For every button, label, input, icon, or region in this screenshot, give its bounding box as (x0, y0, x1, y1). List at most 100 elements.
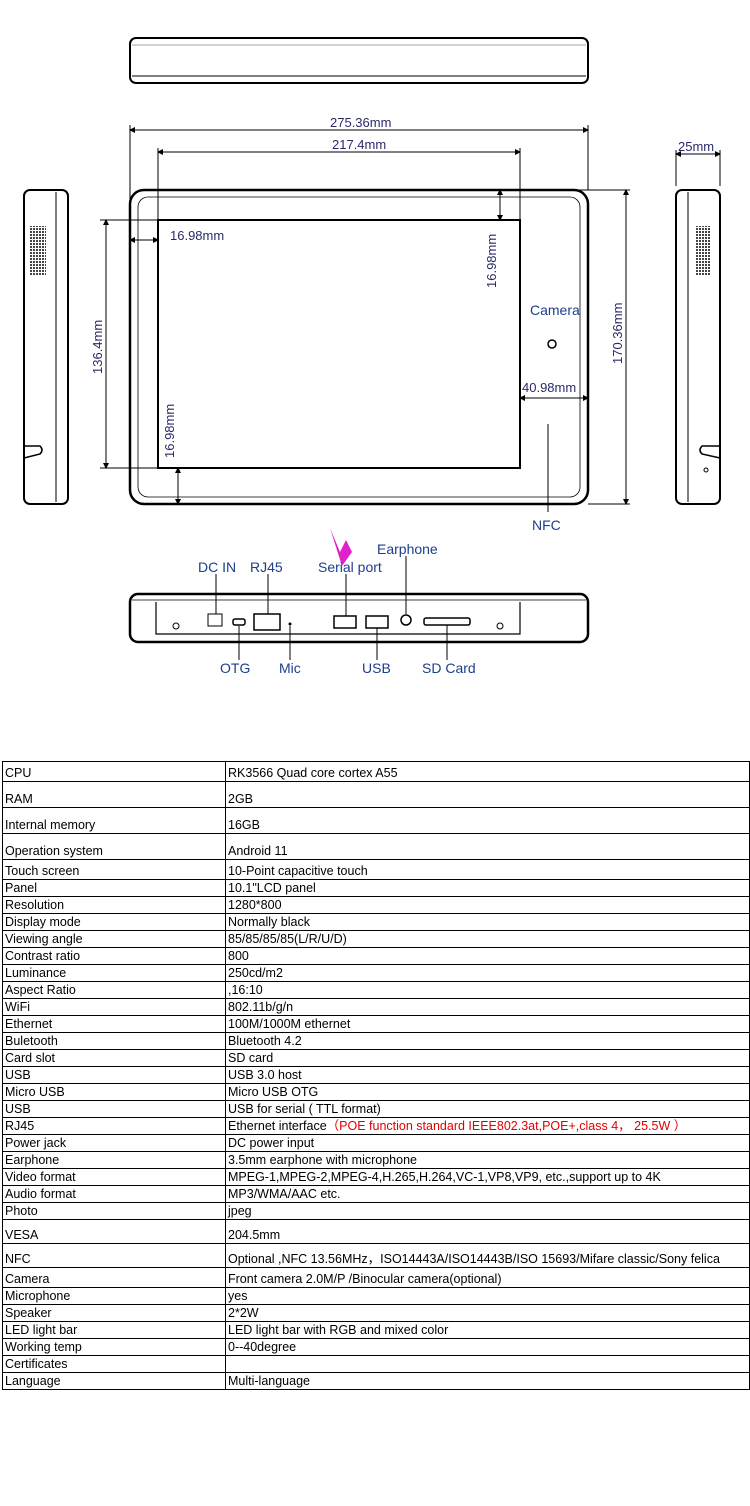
label-rj45: RJ45 (250, 559, 283, 575)
top-edge-view (129, 37, 589, 84)
spec-value: Micro USB OTG (225, 1083, 750, 1101)
dim-bezel-left: 16.98mm (170, 228, 224, 243)
spec-label: WiFi (2, 998, 226, 1016)
label-earphone: Earphone (377, 541, 438, 557)
spec-value: 250cd/m2 (225, 964, 750, 982)
spec-value-text: Bluetooth 4.2 (228, 1034, 302, 1048)
dim-overall-width: 275.36mm (330, 115, 391, 130)
spec-value (225, 1355, 750, 1373)
spec-value: ,16:10 (225, 981, 750, 999)
spec-value-text: jpeg (228, 1204, 252, 1218)
spec-value: 10-Point capacitive touch (225, 859, 750, 880)
left-side-view (23, 189, 69, 505)
spec-label: Photo (2, 1202, 226, 1220)
spec-label: Camera (2, 1267, 226, 1288)
spec-label: Display mode (2, 913, 226, 931)
spec-label: Ethernet (2, 1015, 226, 1033)
spec-label: Certificates (2, 1355, 226, 1373)
camera-lens-icon (547, 339, 557, 349)
spec-label: Microphone (2, 1287, 226, 1305)
spec-value: 16GB (225, 807, 750, 834)
label-serial-port: Serial port (318, 559, 382, 575)
dim-overall-height: 170.36mm (610, 303, 625, 364)
spec-value-text: RK3566 Quad core cortex A55 (228, 766, 398, 780)
spec-label: VESA (2, 1219, 226, 1244)
spec-value-text: Android 11 (228, 844, 288, 858)
spec-label: Power jack (2, 1134, 226, 1152)
spec-value-note: （POE function standard IEEE802.3at,POE+,… (326, 1119, 687, 1133)
spec-value: Multi-language (225, 1372, 750, 1390)
spec-label: Aspect Ratio (2, 981, 226, 999)
spec-value-text: Ethernet interface (228, 1119, 327, 1133)
spec-value-text: Multi-language (228, 1374, 310, 1388)
spec-label: Speaker (2, 1304, 226, 1322)
spec-label: Video format (2, 1168, 226, 1186)
spec-value-text: MP3/WMA/AAC etc. (228, 1187, 341, 1201)
label-nfc: NFC (532, 517, 561, 533)
label-dc-in: DC IN (198, 559, 236, 575)
spec-row: Certificates (2, 1355, 750, 1373)
dim-depth: 25mm (678, 139, 714, 154)
spec-value: USB for serial ( TTL format) (225, 1100, 750, 1118)
spec-value-text: Optional ,NFC 13.56MHz，ISO14443A/ISO1444… (228, 1252, 720, 1266)
spec-value-text: 85/85/85/85(L/R/U/D) (228, 932, 347, 946)
spec-value-text: 2GB (228, 792, 254, 806)
label-sd-card: SD Card (422, 660, 476, 676)
spec-label: RJ45 (2, 1117, 226, 1135)
spec-value-text: 100M/1000M ethernet (228, 1017, 351, 1031)
rj45-port-icon (253, 613, 281, 631)
dc-in-port-icon (207, 613, 223, 627)
spec-label: Viewing angle (2, 930, 226, 948)
spec-label: Card slot (2, 1049, 226, 1067)
spec-value-text: ,16:10 (228, 983, 263, 997)
spec-value: MP3/WMA/AAC etc. (225, 1185, 750, 1203)
spec-value: 0--40degree (225, 1338, 750, 1356)
dim-bezel-right: 40.98mm (522, 380, 576, 395)
spec-label: LED light bar (2, 1321, 226, 1339)
spec-row: Aspect Ratio,16:10 (2, 981, 750, 999)
spec-value: 2*2W (225, 1304, 750, 1322)
dim-bezel-bottom: 16.98mm (162, 404, 177, 458)
spec-value-text: 800 (228, 949, 249, 963)
spec-label: Buletooth (2, 1032, 226, 1050)
dim-screen-width: 217.4mm (332, 137, 386, 152)
label-mic: Mic (279, 660, 301, 676)
spec-label: USB (2, 1066, 226, 1084)
spec-value: 3.5mm earphone with microphone (225, 1151, 750, 1169)
spec-value-text: Micro USB OTG (228, 1085, 319, 1099)
spec-value: MPEG-1,MPEG-2,MPEG-4,H.265,H.264,VC-1,VP… (225, 1168, 750, 1186)
spec-value: Optional ,NFC 13.56MHz，ISO14443A/ISO1444… (225, 1243, 750, 1268)
spec-value: Android 11 (225, 833, 750, 860)
spec-value-text: 10.1"LCD panel (228, 881, 316, 895)
spec-value-text: yes (228, 1289, 248, 1303)
spec-label: Audio format (2, 1185, 226, 1203)
spec-label: Micro USB (2, 1083, 226, 1101)
spec-value-text: 16GB (228, 818, 260, 832)
spec-value-text: 3.5mm earphone with microphone (228, 1153, 417, 1167)
label-usb: USB (362, 660, 391, 676)
spec-label: USB (2, 1100, 226, 1118)
spec-label: Operation system (2, 833, 226, 860)
otg-port-icon (232, 618, 246, 626)
spec-label: Earphone (2, 1151, 226, 1169)
spec-value: 204.5mm (225, 1219, 750, 1244)
spec-value: LED light bar with RGB and mixed color (225, 1321, 750, 1339)
spec-value: 800 (225, 947, 750, 965)
